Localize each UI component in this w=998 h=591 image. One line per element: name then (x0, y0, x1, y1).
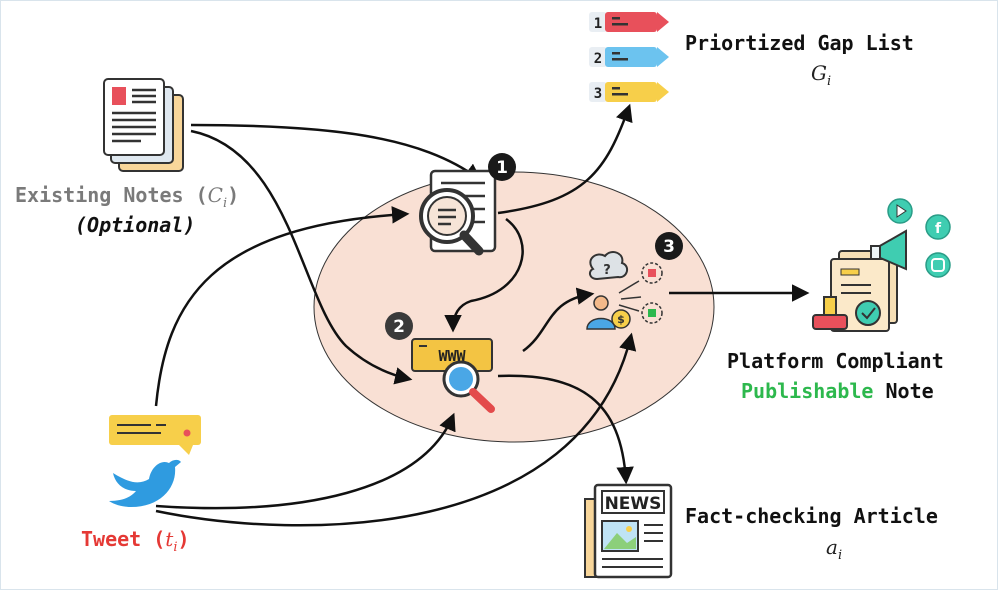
speech-bubble-icon (109, 415, 201, 455)
note-label-line2: Publishable Note (741, 379, 934, 403)
gap-item-3: 3 (594, 86, 602, 102)
document-search-icon (419, 169, 497, 256)
article-symbol-letter: a (826, 535, 838, 559)
news-label: NEWS (605, 494, 662, 514)
existing-notes-label: Existing Notes (Ci) (15, 183, 239, 211)
gap-list-symbol-letter: G (811, 61, 827, 85)
www-search-icon: WWW (411, 338, 495, 413)
decision-person-icon: ? $ (586, 251, 663, 330)
gap-item-2: 2 (594, 51, 602, 67)
existing-notes-symbol: Ci (207, 183, 227, 211)
gap-list-symbol-sub: i (826, 74, 832, 89)
arrow-step2-to-article (497, 374, 634, 485)
tweet-sub: i (173, 540, 178, 555)
step-3-badge (655, 232, 683, 260)
instagram-icon (925, 252, 951, 278)
document-stack-icon (103, 78, 184, 172)
existing-notes-optional: (Optional) (75, 213, 196, 237)
existing-notes-letter: C (207, 183, 223, 207)
tweet-label: Tweet (ti) (81, 527, 190, 555)
svg-text:f: f (935, 221, 942, 237)
svg-text:$: $ (617, 313, 625, 326)
step-1-badge (488, 153, 516, 181)
processing-ellipse (313, 171, 715, 443)
step-2-number: 2 (393, 317, 405, 337)
arrow-tweet-to-step3 (155, 332, 637, 527)
gap-list-icon (589, 12, 669, 102)
social-icons: f (887, 198, 951, 278)
gap-list-title: Priortized Gap List (685, 31, 914, 55)
svg-text:?: ? (603, 263, 611, 278)
note-publishable: Publishable (741, 379, 874, 403)
www-label: WWW (438, 347, 466, 365)
certificate-megaphone-icon (812, 229, 907, 332)
tweet-letter: t (165, 527, 174, 551)
gap-item-1: 1 (594, 16, 602, 32)
tweet-text: Tweet ( (81, 527, 166, 551)
step-3-number: 3 (663, 237, 675, 257)
note-rest: Note (885, 379, 934, 403)
step-2-badge (385, 312, 413, 340)
existing-notes-sub: i (222, 196, 228, 211)
article-title: Fact-checking Article (685, 504, 938, 528)
arrow-tweet-to-step2 (155, 412, 456, 510)
facebook-icon (925, 214, 951, 240)
tweet-symbol: ti (165, 527, 177, 555)
gap-list-symbol: Gi (811, 61, 831, 89)
arrow-notes-to-step2 (190, 129, 413, 385)
arrow-step2-to-step3 (522, 287, 595, 353)
article-symbol-sub: i (837, 548, 843, 563)
tweet-close: ) (177, 527, 190, 551)
step-1-number: 1 (496, 158, 508, 178)
existing-notes-close: ) (227, 183, 240, 207)
newspaper-icon: NEWS (584, 483, 673, 579)
arrow-step1-to-gaplist (497, 103, 633, 215)
arrow-notes-to-step1 (190, 123, 482, 182)
existing-notes-text: Existing Notes ( (15, 183, 208, 207)
arrow-tweet-to-step1 (154, 206, 410, 407)
flow-arrows (154, 103, 810, 527)
article-symbol: ai (826, 535, 842, 563)
arrow-step1-to-step2 (444, 217, 524, 333)
note-label-line1: Platform Compliant (727, 349, 944, 373)
bird-icon (109, 459, 181, 507)
